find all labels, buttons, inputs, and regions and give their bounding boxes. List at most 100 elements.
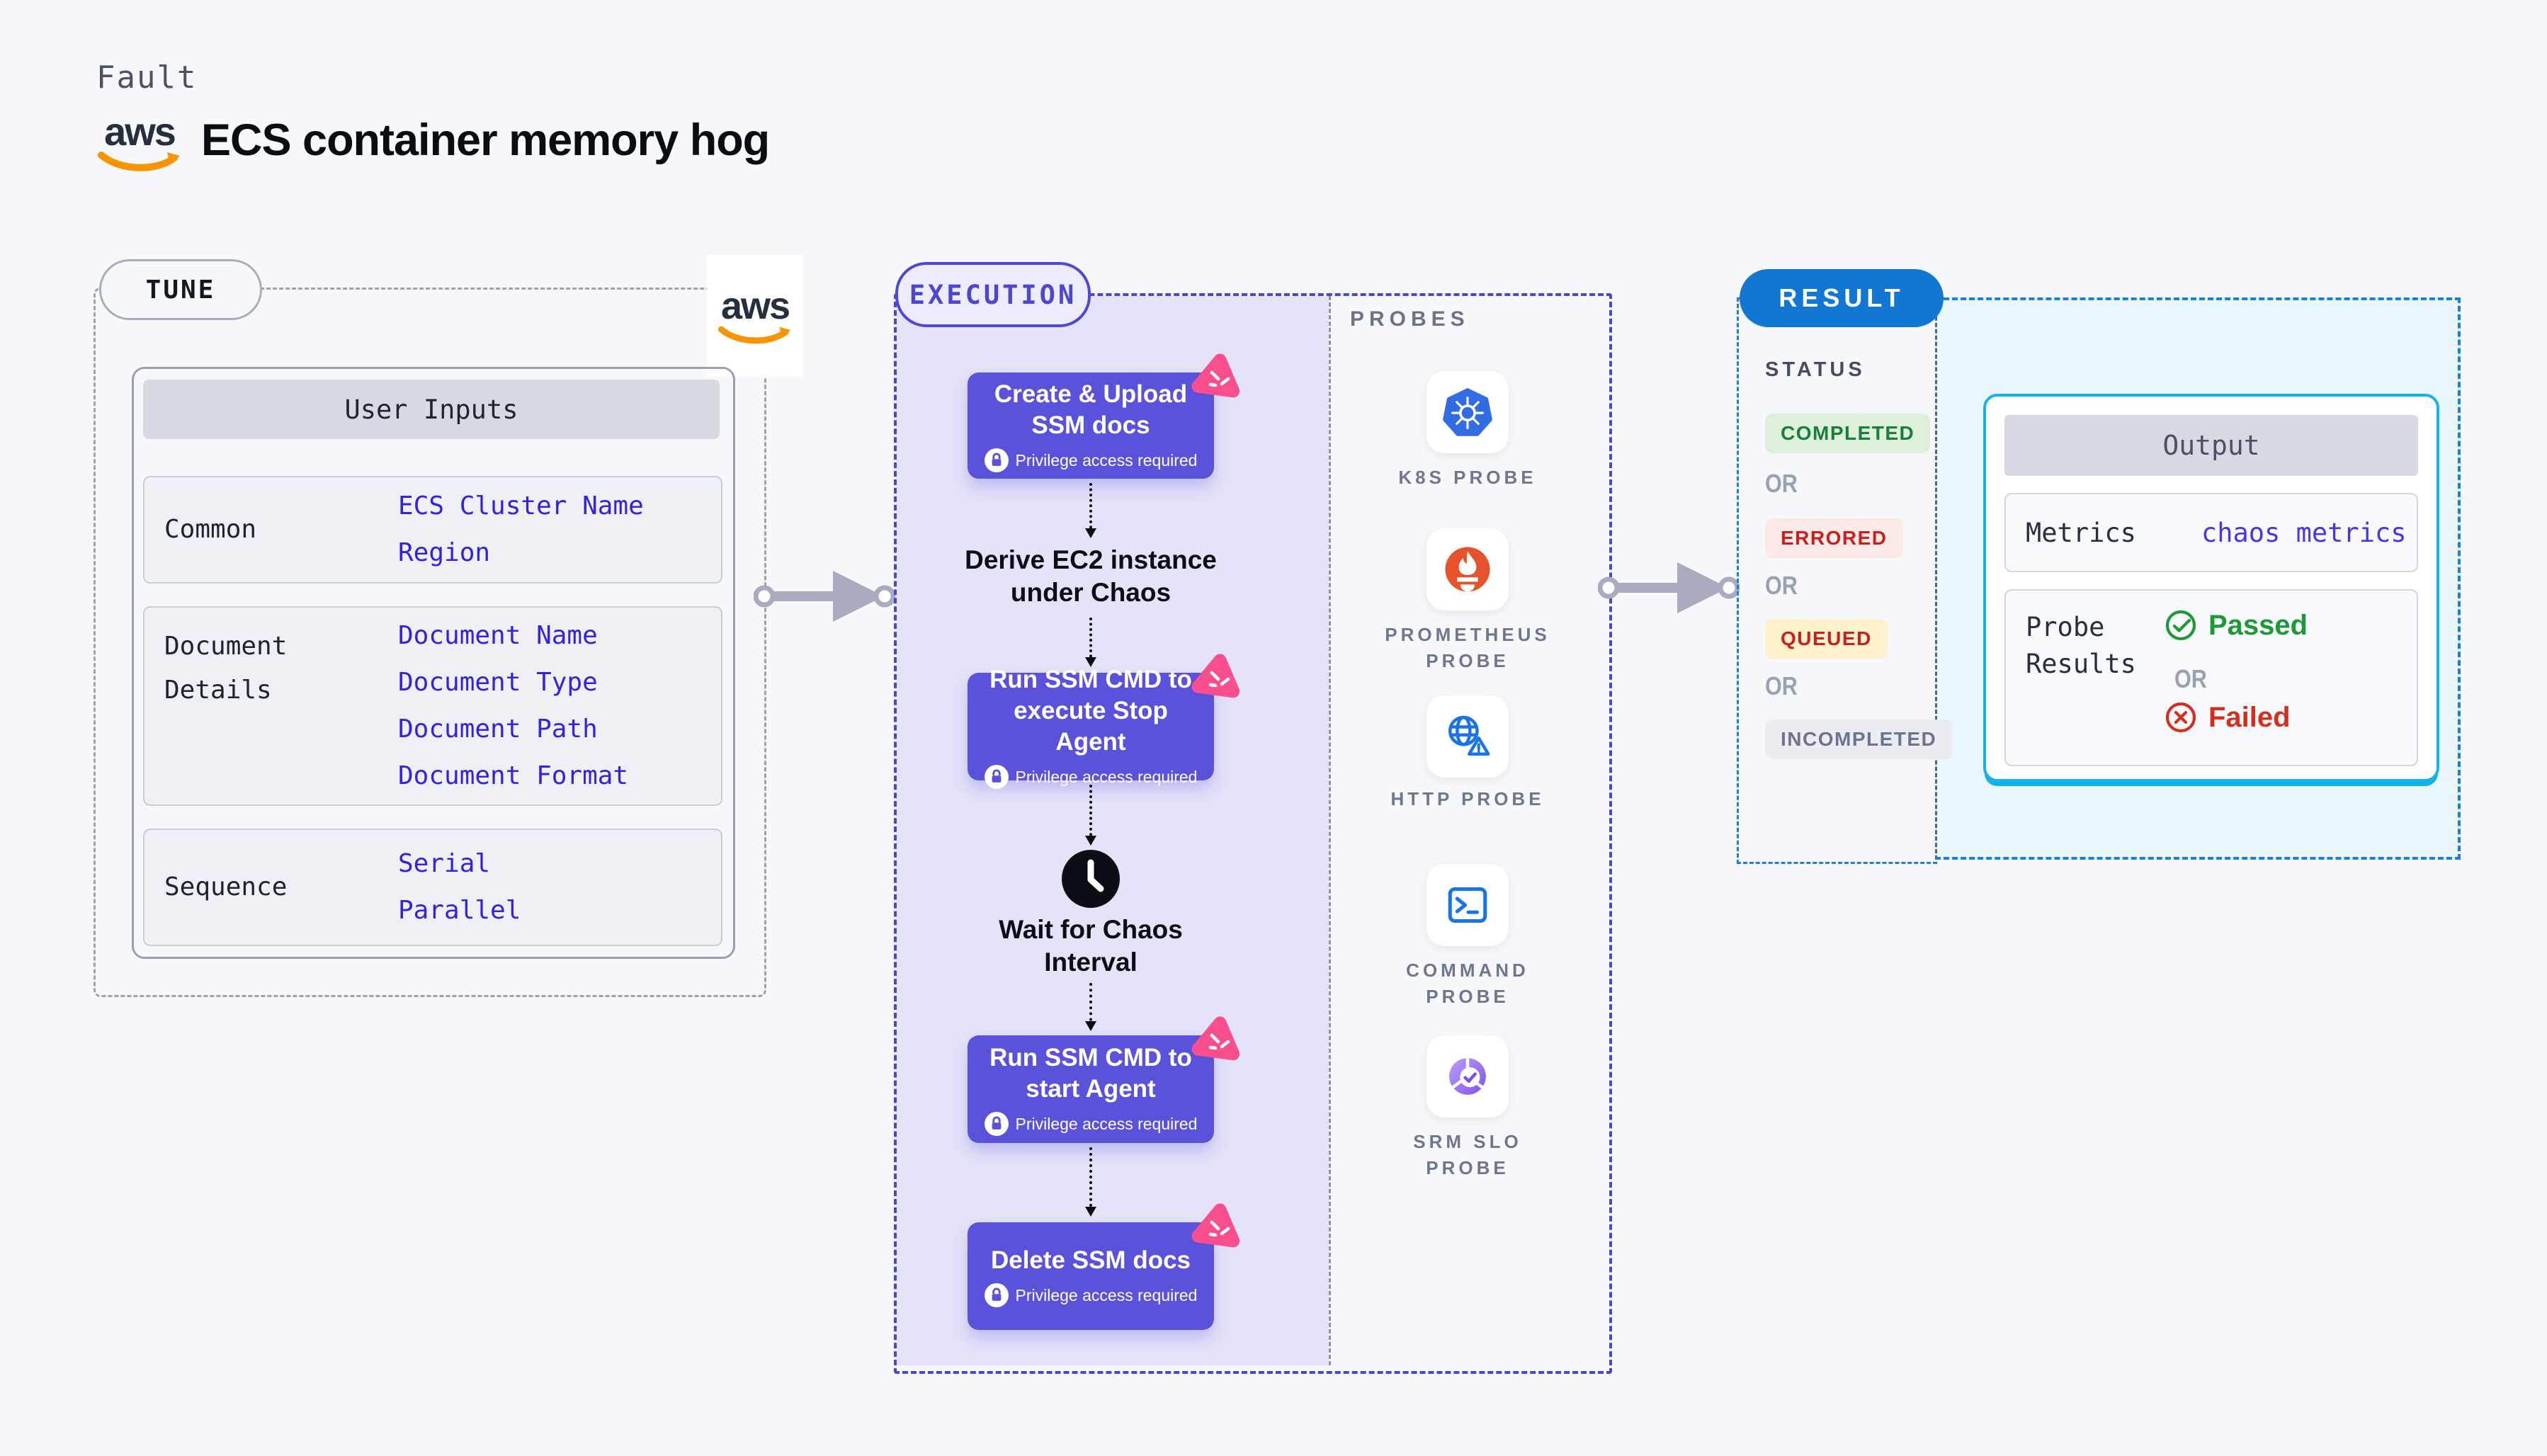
param-link[interactable]: Parallel — [398, 896, 521, 925]
probe-results-row: Probe Results Passed OR Failed — [2004, 589, 2418, 766]
aws-smile-icon — [718, 326, 791, 344]
lock-icon — [984, 765, 1009, 789]
probe-card-http — [1426, 695, 1509, 778]
aws-logo-small: aws — [707, 255, 803, 377]
status-badge-completed: COMPLETED — [1765, 414, 1931, 453]
step-derive-ec2-text: Derive EC2 instance under Chaos — [965, 545, 1217, 607]
param-link[interactable]: Document Type — [398, 668, 598, 697]
srm-slo-icon — [1449, 1056, 1486, 1095]
x-circle-icon — [2165, 702, 2196, 733]
status-badge-errored: ERRORED — [1765, 518, 1903, 558]
kubernetes-icon — [1443, 388, 1492, 436]
chaos-step-icon — [1191, 353, 1240, 398]
tune-section — [93, 288, 766, 997]
param-link[interactable]: Region — [398, 538, 491, 567]
row-label: Document Details — [164, 632, 288, 705]
probe-card-k8s — [1426, 371, 1509, 453]
fault-kicker: Fault — [96, 59, 198, 96]
row-links: Document Name Document Type Document Pat… — [398, 608, 721, 804]
flow-connector — [1085, 785, 1096, 846]
privilege-label: Privilege access required — [1015, 767, 1198, 786]
chaos-step-icon — [1191, 1203, 1240, 1248]
status-badge-queued: QUEUED — [1765, 619, 1888, 659]
step-wait-chaos-interval-text: Wait for Chaos Interval — [999, 915, 1183, 977]
probe-label: PROMETHEUS PROBE — [1385, 624, 1550, 671]
flow-connector — [1085, 618, 1096, 667]
probe-card-command — [1426, 864, 1509, 946]
chaos-metrics-link[interactable]: chaos metrics — [2201, 517, 2407, 548]
probe-results-label: Probe Results — [2026, 612, 2136, 679]
aws-logo-text: aws — [720, 285, 790, 327]
flow-connector — [1085, 983, 1096, 1031]
user-inputs-header: User Inputs — [143, 380, 720, 439]
lock-icon — [984, 1283, 1009, 1307]
flow-connector — [1085, 1147, 1096, 1217]
aws-logo-text: aws — [104, 109, 176, 154]
aws-smile-icon — [98, 152, 180, 171]
or-separator: OR — [1765, 671, 1798, 700]
execution-pill: EXECUTION — [895, 262, 1091, 327]
or-separator: OR — [1765, 571, 1798, 600]
execution-section — [894, 293, 1612, 1374]
privilege-note: Privilege access required — [984, 765, 1198, 789]
probe-card-prometheus — [1426, 528, 1509, 610]
lock-icon — [984, 448, 1009, 472]
status-badge-incompleted: INCOMPLETED — [1765, 720, 1953, 759]
table-row-common: Common ECS Cluster Name Region — [143, 476, 722, 584]
step-title: Run SSM CMD to start Agent — [989, 1044, 1192, 1103]
passed-label: Passed — [2208, 609, 2308, 641]
param-link[interactable]: Document Path — [398, 715, 598, 744]
user-inputs-card — [132, 367, 735, 959]
table-row-document-details: Document Details Document Name Document … — [143, 606, 722, 806]
chaos-step-icon — [1191, 654, 1240, 698]
flow-connector — [1085, 483, 1096, 538]
step-title: Run SSM CMD to execute Stop Agent — [989, 666, 1192, 756]
step-title: Create & Upload SSM docs — [994, 380, 1188, 439]
step-delete-ssm-docs: Delete SSM docs Privilege access require… — [968, 1222, 1214, 1330]
check-circle-icon — [2165, 610, 2196, 641]
failed-label: Failed — [2208, 701, 2291, 733]
param-link[interactable]: Serial — [398, 849, 491, 878]
output-header: Output — [2004, 415, 2418, 476]
status-heading: STATUS — [1765, 358, 1866, 381]
flow-arrow-icon — [1598, 562, 1740, 613]
clock-icon — [1062, 850, 1120, 908]
passed-result: Passed — [2165, 609, 2308, 642]
flow-arrow-icon — [754, 571, 895, 622]
row-label: Sequence — [164, 872, 288, 902]
probe-label: SRM SLO PROBE — [1413, 1131, 1522, 1178]
probes-divider — [1329, 296, 1331, 1365]
step-run-ssm-stop-agent: Run SSM CMD to execute Stop Agent Privil… — [968, 666, 1214, 789]
failed-result: Failed — [2165, 701, 2291, 734]
prometheus-icon — [1445, 547, 1490, 592]
http-globe-icon — [1448, 715, 1490, 756]
privilege-label: Privilege access required — [1015, 1114, 1198, 1133]
aws-logo: aws — [93, 112, 186, 176]
param-link[interactable]: Document Format — [398, 761, 629, 790]
privilege-note: Privilege access required — [984, 1283, 1198, 1307]
param-link[interactable]: Document Name — [398, 621, 598, 650]
step-title: Delete SSM docs — [990, 1246, 1191, 1274]
privilege-note: Privilege access required — [984, 448, 1197, 472]
probe-label: COMMAND PROBE — [1406, 960, 1529, 1007]
metrics-label: Metrics — [2026, 517, 2136, 548]
table-row-sequence: Sequence Serial Parallel — [143, 829, 722, 946]
page-title: ECS container memory hog — [201, 115, 770, 165]
row-label: Common — [164, 515, 257, 544]
probe-card-srm-slo — [1426, 1035, 1509, 1117]
step-create-upload-ssm-docs: Create & Upload SSM docs Privilege acces… — [968, 372, 1214, 479]
probes-heading: PROBES — [1350, 307, 1470, 331]
lock-icon — [984, 1112, 1009, 1136]
row-links: Serial Parallel — [398, 830, 721, 945]
probe-label: K8S PROBE — [1398, 467, 1537, 488]
chaos-step-icon — [1191, 1016, 1240, 1061]
or-separator: OR — [1765, 469, 1798, 498]
metrics-row: Metrics chaos metrics — [2004, 493, 2418, 572]
or-separator: OR — [2174, 664, 2207, 693]
param-link[interactable]: ECS Cluster Name — [398, 491, 644, 521]
row-links: ECS Cluster Name Region — [398, 477, 721, 582]
privilege-label: Privilege access required — [1015, 1285, 1198, 1304]
terminal-icon — [1448, 887, 1487, 923]
probe-label: HTTP PROBE — [1390, 788, 1545, 809]
